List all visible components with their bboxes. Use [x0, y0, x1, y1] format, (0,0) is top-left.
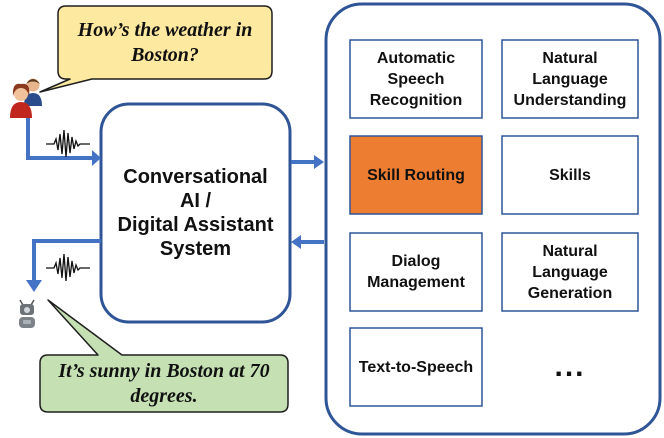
user-bubble-text: How’s the weather in Boston? [77, 18, 253, 66]
users-icon [10, 78, 42, 118]
component-box-nlg [501, 232, 639, 312]
component-box-skills [501, 135, 639, 215]
arrow-system-to-user-head [26, 280, 42, 292]
arrow-user-to-system [26, 118, 92, 160]
arrow-system-to-user [32, 239, 101, 282]
component-label-skills: Skills [549, 166, 591, 184]
component-label-nlu: Natural Language Understanding [513, 49, 627, 109]
component-label-nlg: Natural Language Generation [527, 242, 613, 302]
component-label-dialog-management: Dialog Management [367, 253, 465, 291]
component-label-tts: Text-to-Speech [358, 358, 474, 376]
arrow-components-to-system-head [291, 235, 301, 249]
component-box-nlu [501, 39, 639, 119]
sound-wave-icon [46, 129, 90, 158]
user-speech-bubble [39, 5, 273, 93]
center-system-box [99, 102, 292, 324]
assistant-bubble-text: It’s sunny in Boston at 70 degrees. [58, 359, 270, 407]
component-box-tts [349, 327, 483, 407]
component-label-more: ... [554, 350, 586, 383]
arrow-user-to-system-head [92, 150, 101, 166]
component-label-asr: Automatic Speech Recognition [369, 49, 463, 109]
assistant-speech-bubble [39, 299, 289, 413]
arrow-system-to-components-head [314, 155, 324, 169]
robot-icon [19, 299, 35, 328]
center-system-title: Conversational AI / Digital Assistant Sy… [117, 166, 274, 260]
sound-wave-icon [46, 253, 90, 282]
component-box-dialog-management [349, 232, 483, 312]
component-box-skill-routing [349, 135, 483, 215]
component-box-asr [349, 39, 483, 119]
component-label-skill-routing: Skill Routing [367, 166, 465, 184]
